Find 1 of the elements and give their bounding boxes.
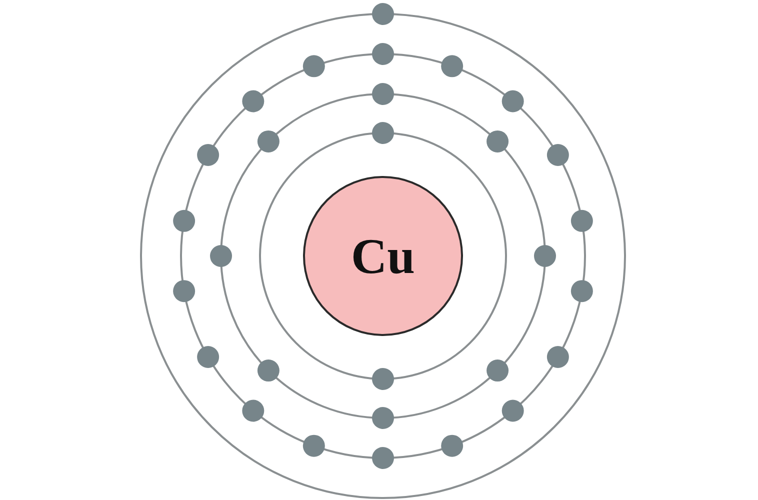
element-symbol: Cu <box>351 227 415 285</box>
